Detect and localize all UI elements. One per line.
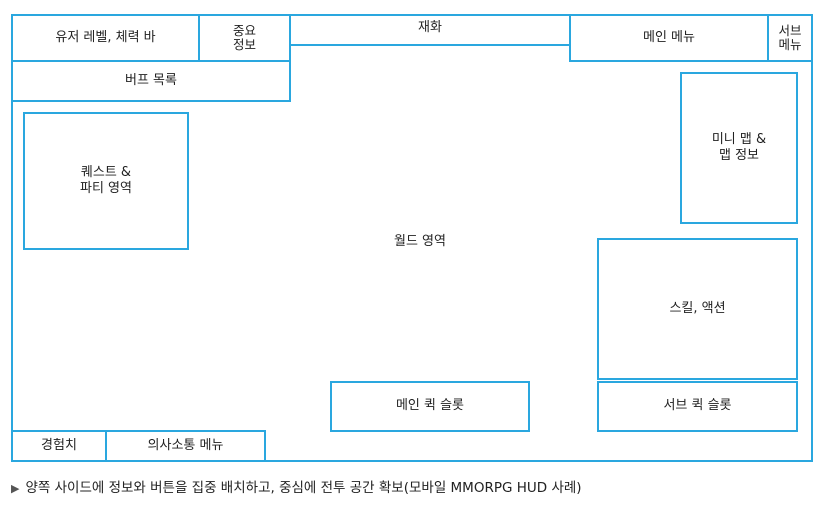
currency-label: 재화: [418, 20, 442, 35]
sub-quick-slot-region: 서브 퀵 슬롯: [597, 381, 798, 432]
user-level-hp-bar-region: 유저 레벨, 체력 바: [11, 14, 200, 62]
main-menu-region: 메인 메뉴: [569, 14, 769, 62]
main-quick-slot-region: 메인 퀵 슬롯: [330, 381, 530, 432]
currency-region: 재화: [289, 14, 571, 46]
caption-marker-icon: ▶: [11, 482, 20, 495]
figure-caption: ▶ 양쪽 사이드에 정보와 버튼을 집중 배치하고, 중심에 전투 공간 확보(모…: [11, 476, 582, 496]
caption-text: 양쪽 사이드에 정보와 버튼을 집중 배치하고, 중심에 전투 공간 확보(모바…: [25, 480, 582, 496]
important-info-region: 중요 정보: [198, 14, 291, 62]
skill-action-region: 스킬, 액션: [597, 238, 798, 380]
buff-list-label: 버프 목록: [125, 72, 177, 88]
experience-label: 경험치: [41, 437, 77, 453]
quest-party-label: 퀘스트 & 파티 영역: [80, 164, 132, 196]
sub-quick-slot-label: 서브 퀵 슬롯: [663, 398, 732, 414]
quest-party-region: 퀘스트 & 파티 영역: [23, 112, 189, 250]
experience-region: 경험치: [11, 430, 107, 462]
minimap-label: 미니 맵 & 맵 정보: [711, 131, 767, 163]
sub-menu-label: 서브 메뉴: [778, 23, 802, 52]
important-info-label: 중요 정보: [232, 23, 256, 52]
skill-action-label: 스킬, 액션: [669, 300, 726, 316]
sub-menu-region: 서브 메뉴: [767, 14, 813, 62]
main-menu-label: 메인 메뉴: [643, 29, 695, 45]
communication-menu-region: 의사소통 메뉴: [105, 430, 266, 462]
main-quick-slot-label: 메인 퀵 슬롯: [395, 398, 465, 414]
minimap-region: 미니 맵 & 맵 정보: [680, 72, 798, 224]
user-level-hp-label: 유저 레벨, 체력 바: [55, 29, 156, 45]
communication-menu-label: 의사소통 메뉴: [147, 437, 224, 453]
world-area-label: 월드 영역: [394, 234, 446, 249]
buff-list-region: 버프 목록: [11, 60, 291, 102]
